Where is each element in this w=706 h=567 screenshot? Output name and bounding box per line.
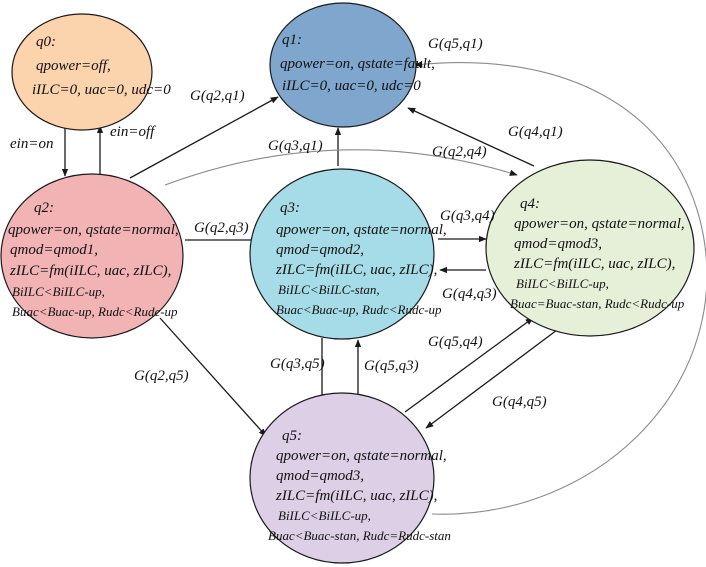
state-q5-line-4: BiILC<BiILC-up, bbox=[278, 508, 371, 523]
label-q2-q5: G(q2,q5) bbox=[134, 368, 189, 384]
state-q0: q0: qpower=off, iILC=0, uac=0, udc=0 bbox=[11, 13, 171, 131]
edge-q5-q4 bbox=[404, 317, 534, 413]
state-q1: q1: qpower=on, qstate=fault, iILC=0, uac… bbox=[269, 2, 435, 128]
svg-text:Buac<Buac-up, Rudc<Rudc-up: Buac<Buac-up, Rudc<Rudc-up bbox=[276, 302, 442, 317]
state-q4-line-2: qmod=qmod3, bbox=[514, 236, 602, 252]
state-q1-circle bbox=[269, 2, 417, 128]
state-q5-line-3: zILC=fm(iILC, uac, zILC), bbox=[275, 488, 437, 504]
svg-text:qpower=on, qstate=normal,: qpower=on, qstate=normal, bbox=[276, 222, 447, 238]
state-q1-line-0: q1: bbox=[282, 32, 302, 48]
svg-text:BiILC<BiILC-up,: BiILC<BiILC-up, bbox=[12, 284, 105, 299]
svg-text:iILC=0, uac=0, udc=0: iILC=0, uac=0, udc=0 bbox=[32, 82, 171, 98]
svg-text:qpower=on, qstate=normal,: qpower=on, qstate=normal, bbox=[8, 222, 179, 238]
edge-q2-q4 bbox=[164, 149, 518, 186]
state-q2-line-2: qmod=qmod1, bbox=[10, 242, 98, 258]
label-q3-q5: G(q3,q5) bbox=[270, 356, 325, 372]
edge-q4-q1 bbox=[407, 107, 535, 167]
svg-text:qpower=off,: qpower=off, bbox=[36, 58, 111, 74]
svg-text:BiILC<BiILC-up,: BiILC<BiILC-up, bbox=[278, 508, 371, 523]
state-q1-line-1: qpower=on, qstate=fault, bbox=[280, 56, 435, 72]
state-q4-line-1: qpower=on, qstate=normal, bbox=[514, 216, 685, 232]
svg-text:q3:: q3: bbox=[280, 200, 300, 216]
state-q2-line-3: zILC=fm(iILC, uac, zILC), bbox=[9, 263, 171, 279]
state-q2-line-1: qpower=on, qstate=normal, bbox=[8, 222, 179, 238]
state-q4-line-3: zILC=fm(iILC, uac, zILC), bbox=[513, 256, 675, 272]
svg-text:qpower=on, qstate=normal,: qpower=on, qstate=normal, bbox=[514, 216, 685, 232]
state-q5: q5: qpower=on, qstate=normal, qmod=qmod3… bbox=[249, 392, 451, 564]
state-q4-circle bbox=[485, 159, 695, 337]
label-q0-q2: ein=on bbox=[10, 136, 53, 152]
label-q2-q0: ein=off bbox=[110, 124, 156, 140]
state-q2: q2: qpower=on, qstate=normal, qmod=qmod1… bbox=[0, 173, 184, 339]
state-q1-line-2: iILC=0, uac=0, udc=0 bbox=[282, 78, 421, 94]
label-q4-q5: G(q4,q5) bbox=[492, 394, 547, 410]
state-q4: q4: qpower=on, qstate=normal, qmod=qmod3… bbox=[485, 159, 695, 337]
state-q0-line-0: q0: bbox=[36, 34, 56, 50]
state-q0-line-1: qpower=off, bbox=[36, 58, 111, 74]
state-q3-circle bbox=[249, 168, 435, 340]
label-q2-q4: G(q2,q4) bbox=[432, 144, 487, 160]
svg-text:zILC=fm(iILC, uac, zILC),: zILC=fm(iILC, uac, zILC), bbox=[9, 263, 171, 279]
svg-text:qpower=on, qstate=fault,: qpower=on, qstate=fault, bbox=[280, 56, 435, 72]
svg-text:Buac<Buac-up, Rudc<Rudc-up: Buac<Buac-up, Rudc<Rudc-up bbox=[12, 304, 178, 319]
svg-text:zILC=fm(iILC, uac, zILC),: zILC=fm(iILC, uac, zILC), bbox=[513, 256, 675, 272]
state-q3-line-1: qpower=on, qstate=normal, bbox=[276, 222, 447, 238]
label-q3-q1: G(q3,q1) bbox=[268, 138, 323, 154]
label-q5-q3: G(q5,q3) bbox=[364, 358, 419, 374]
edge-q4-q5 bbox=[425, 329, 558, 429]
state-q0-line-2: iILC=0, uac=0, udc=0 bbox=[32, 82, 171, 98]
state-q5-line-5: Buac<Buac-stan, Rudc=Rudc-stan bbox=[268, 528, 451, 543]
state-q4-line-0: q4: bbox=[520, 196, 540, 212]
edge-labels: ein=on ein=off G(q2,q1) G(q3,q1) G(q4,q1… bbox=[10, 36, 563, 410]
svg-text:BiILC<BiILC-stan,: BiILC<BiILC-stan, bbox=[278, 282, 380, 297]
svg-text:zILC=fm(iILC, uac, zILC),: zILC=fm(iILC, uac, zILC), bbox=[275, 262, 437, 278]
svg-text:Buac=Buac-stan, Rudc<Rudc-up: Buac=Buac-stan, Rudc<Rudc-up bbox=[510, 296, 685, 311]
svg-text:qmod=qmod2,: qmod=qmod2, bbox=[276, 242, 364, 258]
state-q4-line-5: Buac=Buac-stan, Rudc<Rudc-up bbox=[510, 296, 685, 311]
svg-text:qmod=qmod3,: qmod=qmod3, bbox=[514, 236, 602, 252]
state-q3-line-2: qmod=qmod2, bbox=[276, 242, 364, 258]
state-q4-line-4: BiILC<BiILC-up, bbox=[516, 276, 609, 291]
svg-text:q0:: q0: bbox=[36, 34, 56, 50]
state-q5-line-0: q5: bbox=[282, 428, 302, 444]
state-q3-line-4: BiILC<BiILC-stan, bbox=[278, 282, 380, 297]
svg-text:q4:: q4: bbox=[520, 196, 540, 212]
label-q4-q1: G(q4,q1) bbox=[508, 124, 563, 140]
label-q5-q1: G(q5,q1) bbox=[428, 36, 483, 52]
label-q5-q4: G(q5,q4) bbox=[428, 334, 483, 350]
state-q0-circle bbox=[11, 13, 153, 131]
state-q2-line-4: BiILC<BiILC-up, bbox=[12, 284, 105, 299]
svg-text:q2:: q2: bbox=[34, 200, 54, 216]
svg-text:q1:: q1: bbox=[282, 32, 302, 48]
state-q5-circle bbox=[249, 392, 435, 564]
edge-q2-q1 bbox=[129, 96, 279, 179]
svg-text:qmod=qmod3,: qmod=qmod3, bbox=[276, 468, 364, 484]
edge-q5-q1 bbox=[414, 61, 706, 515]
svg-text:qpower=on, qstate=normal,: qpower=on, qstate=normal, bbox=[276, 448, 447, 464]
svg-text:zILC=fm(iILC, uac, zILC),: zILC=fm(iILC, uac, zILC), bbox=[275, 488, 437, 504]
svg-text:Buac<Buac-stan, Rudc=Rudc-stan: Buac<Buac-stan, Rudc=Rudc-stan bbox=[268, 528, 451, 543]
svg-text:q5:: q5: bbox=[282, 428, 302, 444]
svg-text:BiILC<BiILC-up,: BiILC<BiILC-up, bbox=[516, 276, 609, 291]
state-q2-line-5: Buac<Buac-up, Rudc<Rudc-up bbox=[12, 304, 178, 319]
state-q3-line-5: Buac<Buac-up, Rudc<Rudc-up bbox=[276, 302, 442, 317]
label-q3-q4: G(q3,q4) bbox=[440, 208, 495, 224]
edge-q2-q5 bbox=[159, 317, 267, 437]
state-q3: q3: qpower=on, qstate=normal, qmod=qmod2… bbox=[249, 168, 447, 340]
label-q2-q1: G(q2,q1) bbox=[190, 88, 245, 104]
label-q2-q3: G(q2,q3) bbox=[194, 220, 249, 236]
state-q5-line-2: qmod=qmod3, bbox=[276, 468, 364, 484]
svg-text:qmod=qmod1,: qmod=qmod1, bbox=[10, 242, 98, 258]
state-q5-line-1: qpower=on, qstate=normal, bbox=[276, 448, 447, 464]
state-q3-line-3: zILC=fm(iILC, uac, zILC), bbox=[275, 262, 437, 278]
label-q4-q3: G(q4,q3) bbox=[442, 286, 497, 302]
svg-text:iILC=0, uac=0, udc=0: iILC=0, uac=0, udc=0 bbox=[282, 78, 421, 94]
state-q3-line-0: q3: bbox=[280, 200, 300, 216]
state-q2-circle bbox=[0, 173, 184, 339]
state-q2-line-0: q2: bbox=[34, 200, 54, 216]
